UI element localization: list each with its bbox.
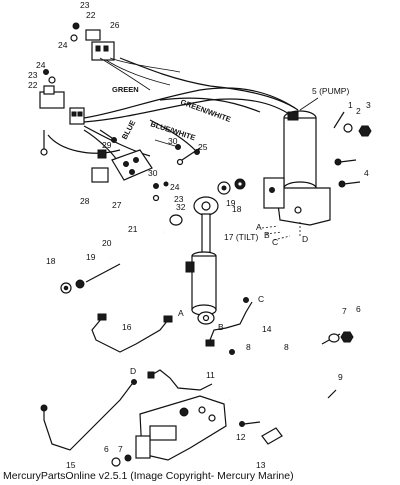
pin-20 [85,263,121,283]
port-letter-b-hose: B [218,322,224,332]
part-number: 3 [366,100,371,110]
part-number: 32 [176,202,186,212]
hardware-center [152,181,169,202]
part-number: 19 [86,252,96,262]
hose-15 [40,379,137,451]
hose-14 [205,297,253,347]
part-number: 7 [118,444,123,454]
part-number: 24 [36,60,46,70]
part-number: 8 [246,342,251,352]
part-number: 9 [338,372,343,382]
port-letter-a-hose: A [178,308,184,318]
part-number: 13 [256,460,266,470]
part-number: 16 [122,322,132,332]
port-letter-d: D [302,234,308,244]
part-number: 11 [206,370,215,380]
part-number: 15 [66,460,76,470]
pin-21 [109,230,165,260]
part-number: 24 [170,182,180,192]
part-number: 26 [110,20,120,30]
part-number: 23 [174,194,184,204]
part-number: 30 [168,136,178,146]
part-number: 18 [46,256,56,266]
label-tilt: 17 (TILT) [224,232,258,242]
part-number: 29 [102,140,112,150]
hose-16 [91,313,173,353]
part-number: 2 [356,106,361,116]
copyright-footer: MercuryPartsOnline v2.5.1 (Image Copyrig… [3,470,294,482]
part-number: 4 [364,168,369,178]
label-blue: BLUE [120,119,138,141]
tilt-cylinder [185,196,219,325]
relay-mid [69,107,85,125]
screws-4 [334,158,361,188]
part-number: 12 [236,432,246,442]
hardware-right [321,331,354,345]
relay-top [85,29,181,91]
part-number: 6 [356,304,361,314]
part-number: 8 [284,342,289,352]
port-letter-c: C [272,237,278,247]
part-number: 28 [80,196,90,206]
label-pump: 5 (PUMP) [312,86,349,96]
terminal-25 [154,139,201,166]
part-number: 24 [58,40,68,50]
part-number: 14 [262,324,272,334]
part-number: 27 [112,200,122,210]
part-number: 6 [104,444,109,454]
port-letter-b: B [264,230,270,240]
washers-upper [217,178,246,195]
part-number: 30 [148,168,158,178]
pin-8 [229,345,325,401]
manifold-block [135,395,227,461]
relay-bracket [91,149,153,183]
part-number: 23 [28,70,38,80]
part-number: 25 [198,142,208,152]
part-number: 19 [226,198,236,208]
part-number: 1 [348,100,353,110]
part-number: 20 [102,238,112,248]
hose-11 [147,369,213,391]
port-letter-a: A [256,222,262,232]
hardware-12-13 [239,421,283,445]
part-number: 22 [86,10,96,20]
label-green: GREEN [112,85,139,94]
bushing-32 [169,214,183,226]
pin-9 [327,389,337,399]
part-number: 21 [128,224,138,234]
port-letter-c-hose: C [258,294,264,304]
hardware-bottom [111,454,132,467]
pump-port-lines [261,222,301,241]
relay-left [39,69,65,109]
part-number: 22 [28,80,38,90]
port-letter-d-hose: D [130,366,136,376]
part-number: 23 [80,0,90,10]
part-number: 18 [232,204,242,214]
fill-plug-parts [333,111,372,137]
washers-lower [60,279,85,294]
part-number: 7 [342,306,347,316]
pump-motor [263,97,331,226]
screw-22-top [70,22,80,42]
